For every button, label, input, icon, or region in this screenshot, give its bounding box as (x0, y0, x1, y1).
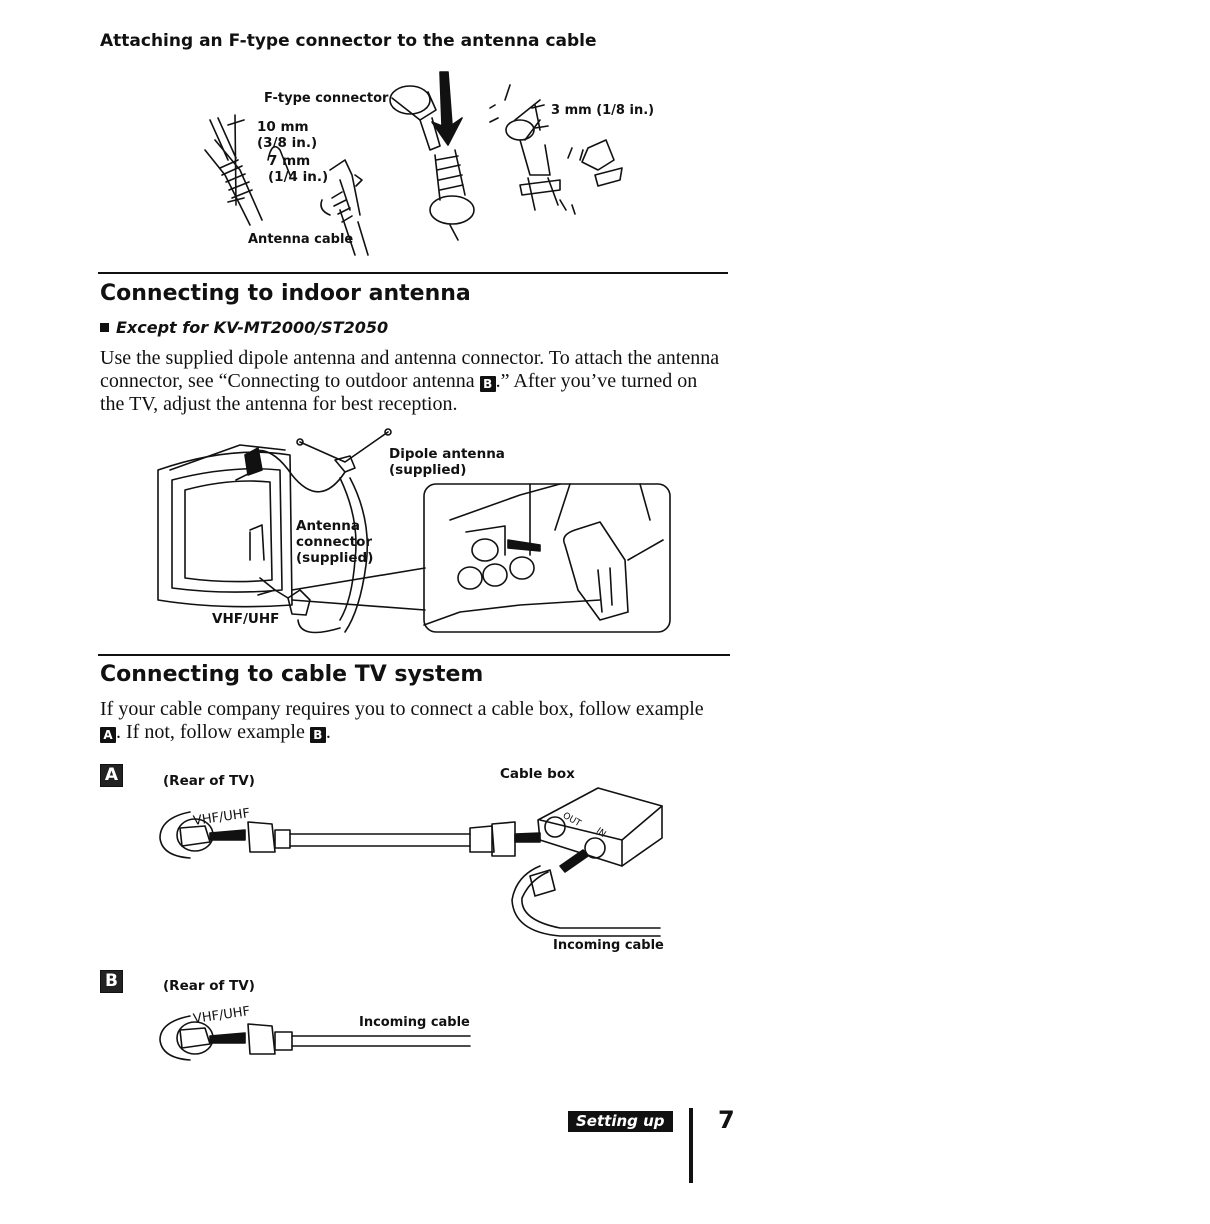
footer-vertical-rule (689, 1108, 693, 1183)
section-tab: Setting up (568, 1111, 673, 1132)
page-number: 7 (718, 1106, 735, 1134)
